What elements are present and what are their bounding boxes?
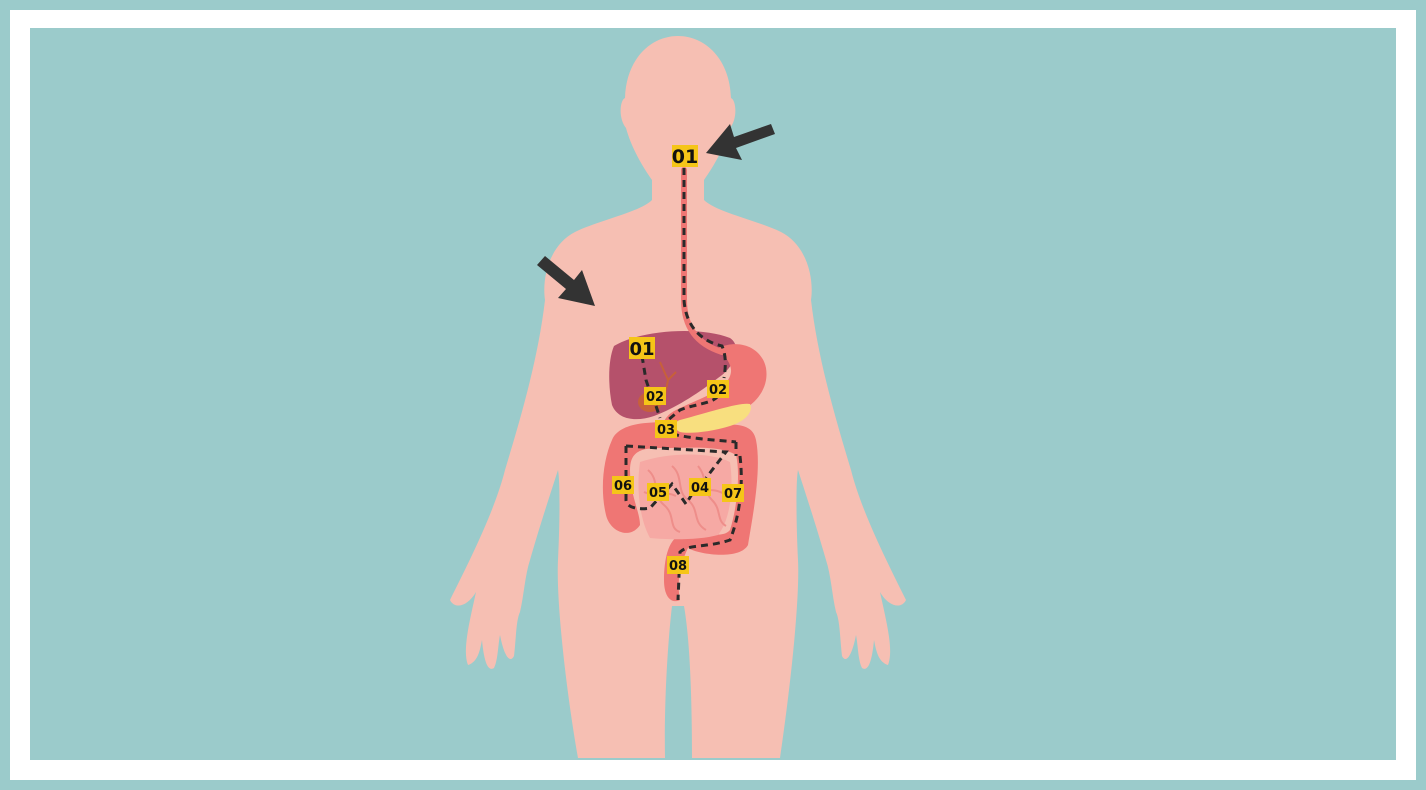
label-text: 03 xyxy=(657,423,675,438)
label-text: 01 xyxy=(629,339,654,360)
label-text: 05 xyxy=(649,486,667,501)
label-liver: 01 xyxy=(629,337,655,360)
label-throat: 01 xyxy=(672,145,698,168)
label-text: 02 xyxy=(646,390,664,405)
label-ascending-colon: 06 xyxy=(612,476,634,494)
arrow-icon xyxy=(706,124,775,160)
arrow-neck xyxy=(706,124,775,160)
label-text: 07 xyxy=(724,487,742,502)
arrow-icon xyxy=(537,256,595,306)
arrow-chest xyxy=(537,256,595,306)
label-duodenum: 03 xyxy=(655,420,677,438)
step-labels: 01 01 02 02 03 04 05 06 xyxy=(612,145,744,574)
label-text: 01 xyxy=(672,146,698,168)
label-stomach: 02 xyxy=(707,380,729,398)
label-text: 06 xyxy=(614,479,632,494)
label-gallbladder: 02 xyxy=(644,387,666,405)
label-small-intestine-a: 04 xyxy=(689,478,711,496)
label-descending-colon: 07 xyxy=(722,484,744,502)
label-rectum: 08 xyxy=(667,556,689,574)
label-small-intestine-b: 05 xyxy=(647,483,669,501)
label-text: 02 xyxy=(709,383,727,398)
label-text: 04 xyxy=(691,481,709,496)
pancreas xyxy=(674,403,751,433)
digestion-path xyxy=(624,168,743,601)
label-text: 08 xyxy=(669,559,687,574)
